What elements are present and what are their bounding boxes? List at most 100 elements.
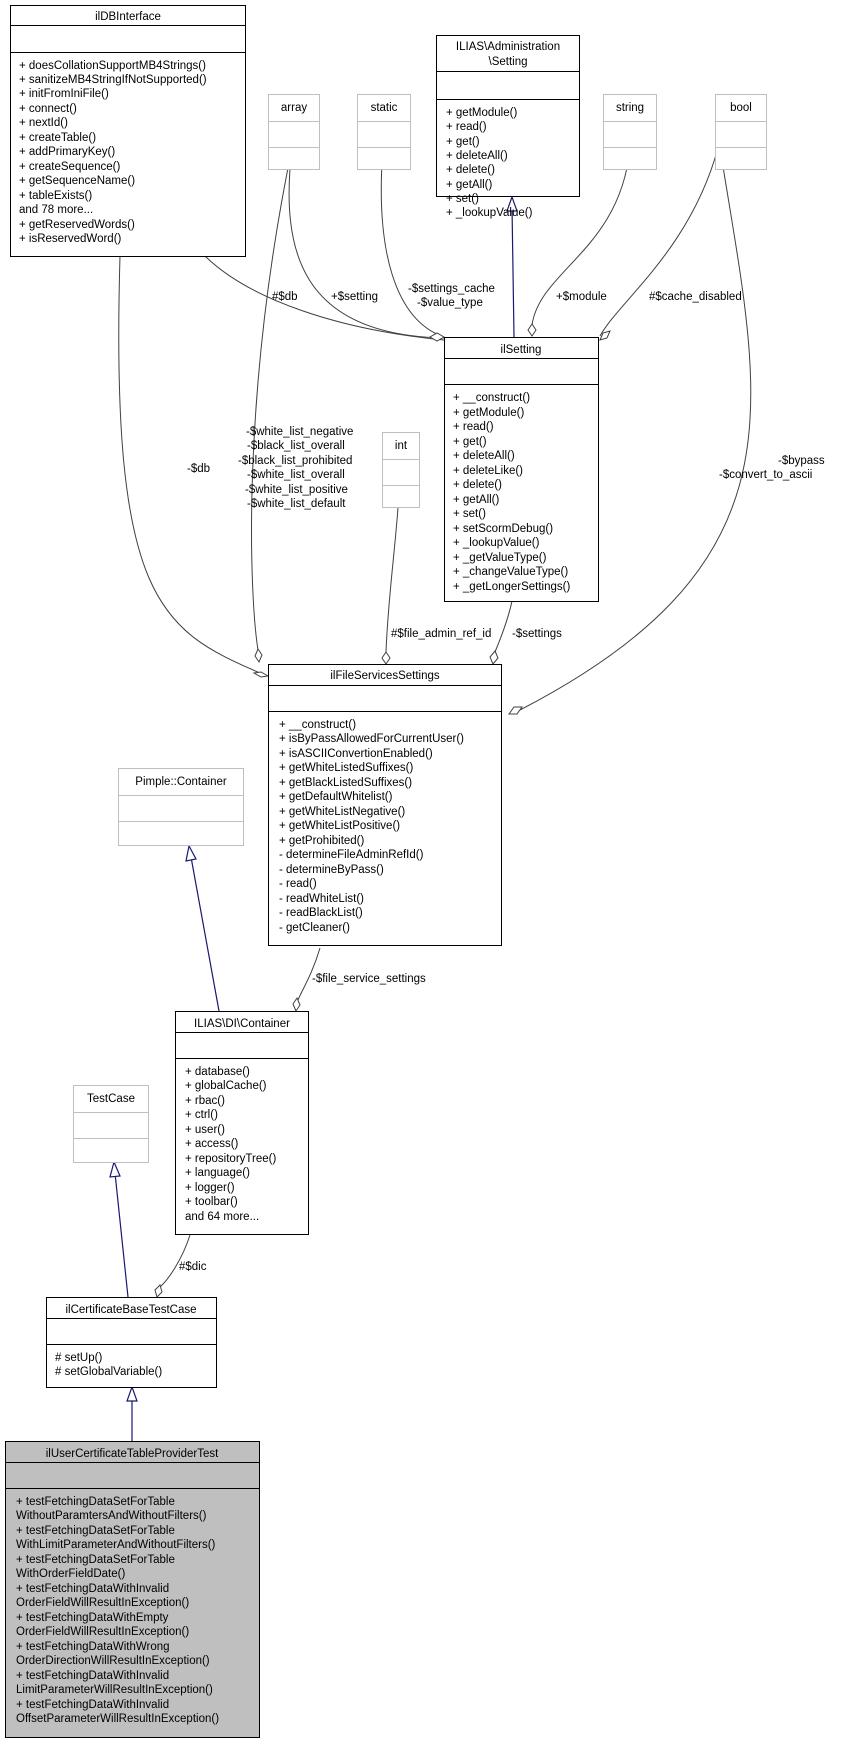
method-8: + set() bbox=[453, 508, 486, 520]
method-12: + testFetchingDataWithInvalid bbox=[16, 1670, 169, 1682]
method-1: + getModule() bbox=[453, 407, 524, 419]
class-static[interactable]: static bbox=[357, 94, 411, 170]
method-10: + _lookupValue() bbox=[453, 537, 540, 549]
class-title: ilCertificateBaseTestCase bbox=[65, 1304, 196, 1316]
method-10: + testFetchingDataWithWrong bbox=[16, 1641, 170, 1653]
class-title: string bbox=[616, 102, 644, 114]
method-7: OrderFieldWillResultInException() bbox=[16, 1597, 189, 1609]
edge-dicontainer-certbase bbox=[159, 1234, 191, 1288]
diamond-fss-top-int bbox=[381, 651, 391, 665]
label-dic: #$dic bbox=[179, 1261, 207, 1273]
method-0: + testFetchingDataSetForTable bbox=[16, 1496, 175, 1508]
class-bool[interactable]: bool bbox=[715, 94, 767, 170]
method-12: - readWhiteList() bbox=[279, 893, 364, 905]
method-13: - readBlackList() bbox=[279, 907, 363, 919]
inherit-arrow-pimple bbox=[185, 844, 197, 862]
class-title: Pimple::Container bbox=[135, 776, 227, 788]
method-10: and 64 more... bbox=[185, 1211, 259, 1223]
diamond-fss-left-upper bbox=[254, 647, 263, 664]
method-3: + get() bbox=[453, 436, 487, 448]
method-3: + ctrl() bbox=[185, 1109, 218, 1121]
class-string[interactable]: string bbox=[603, 94, 657, 170]
class-ilias-administration-setting[interactable]: ILIAS\Administration \Setting + getModul… bbox=[436, 35, 580, 220]
inherit-arrow-testcase bbox=[109, 1160, 121, 1178]
label-value-type: -$value_type bbox=[417, 297, 483, 309]
method-0: # setUp() bbox=[55, 1352, 102, 1364]
label-setting: +$setting bbox=[331, 291, 378, 303]
method-6: + getWhiteListNegative() bbox=[279, 806, 405, 818]
method-7: + _lookupValue() bbox=[446, 207, 533, 219]
label-file-service-settings: -$file_service_settings bbox=[312, 973, 426, 985]
method-14: - getCleaner() bbox=[279, 922, 350, 934]
method-12: + isReservedWord() bbox=[19, 233, 122, 245]
label-settings: -$settings bbox=[512, 628, 562, 640]
method-11: + _getValueType() bbox=[453, 552, 547, 564]
method-6: + set() bbox=[446, 193, 479, 205]
method-5: + getAll() bbox=[446, 179, 493, 191]
class-ildbinterface[interactable]: ilDBInterface + doesCollationSupportMB4S… bbox=[10, 5, 246, 257]
edge-int-fss bbox=[385, 507, 399, 653]
label-db-setting: #$db bbox=[272, 291, 298, 303]
class-ilias-di-container[interactable]: ILIAS\DI\Container + database() + global… bbox=[175, 1011, 309, 1235]
diamond-ilsetting-left bbox=[428, 332, 446, 342]
class-title: ilDBInterface bbox=[95, 11, 161, 23]
class-ilfileservicessettings[interactable]: ilFileServicesSettings + __construct() +… bbox=[268, 664, 502, 946]
class-title: ILIAS\DI\Container bbox=[194, 1018, 290, 1030]
method-0: + getModule() bbox=[446, 107, 517, 119]
method-1: # setGlobalVariable() bbox=[55, 1366, 162, 1378]
method-13: LimitParameterWillResultInException() bbox=[16, 1684, 213, 1696]
edge-fss-dicontainer bbox=[297, 947, 321, 1001]
method-1: + isByPassAllowedForCurrentUser() bbox=[279, 733, 464, 745]
diamond-fss-top-settings bbox=[489, 650, 499, 665]
method-9: OrderFieldWillResultInException() bbox=[16, 1626, 189, 1638]
label-cache-disabled: #$cache_disabled bbox=[649, 291, 742, 303]
class-pimple-container[interactable]: Pimple::Container bbox=[118, 768, 244, 846]
label-black-list-prohibited: -$black_list_prohibited bbox=[238, 455, 352, 467]
method-7: + createSequence() bbox=[19, 161, 120, 173]
edge-dbinterface-ilsetting bbox=[204, 255, 445, 341]
method-0: + __construct() bbox=[453, 392, 530, 404]
class-testcase[interactable]: TestCase bbox=[73, 1085, 149, 1163]
class-title: ilSetting bbox=[501, 344, 542, 356]
class-title-line1: ILIAS\Administration bbox=[456, 41, 560, 53]
method-10: - determineByPass() bbox=[279, 864, 384, 876]
edge-ilsetting-fss bbox=[494, 600, 513, 653]
method-8: + getSequenceName() bbox=[19, 175, 135, 187]
edge-string-ilsetting bbox=[531, 147, 631, 326]
method-4: + delete() bbox=[446, 164, 495, 176]
edge-array-ilsetting bbox=[288, 147, 445, 339]
class-title: int bbox=[395, 440, 408, 452]
class-title: ilUserCertificateTableProviderTest bbox=[46, 1448, 219, 1460]
label-settings-cache: -$settings_cache bbox=[408, 283, 495, 295]
method-2: + read() bbox=[453, 421, 494, 433]
class-int[interactable]: int bbox=[382, 432, 420, 508]
class-ilsetting[interactable]: ilSetting + __construct() + getModule() … bbox=[444, 337, 599, 602]
edge-certbase-inherits-testcase bbox=[114, 1172, 129, 1298]
method-3: + connect() bbox=[19, 103, 77, 115]
method-2: + rbac() bbox=[185, 1095, 225, 1107]
edge-labels: #$db +$setting -$settings_cache -$value_… bbox=[179, 283, 825, 1273]
method-4: + user() bbox=[185, 1124, 225, 1136]
diamond-dicontainer bbox=[292, 996, 301, 1013]
method-11: + getReservedWords() bbox=[19, 219, 135, 231]
method-2: + get() bbox=[446, 136, 480, 148]
method-9: + setScormDebug() bbox=[453, 523, 553, 535]
method-5: + deleteLike() bbox=[453, 465, 523, 477]
class-title: bool bbox=[730, 102, 752, 114]
method-5: + getDefaultWhitelist() bbox=[279, 791, 393, 803]
method-15: OffsetParameterWillResultInException() bbox=[16, 1713, 219, 1725]
inherit-arrow-admin-setting bbox=[506, 195, 518, 212]
method-4: + testFetchingDataSetForTable bbox=[16, 1554, 175, 1566]
diamond-fss-right bbox=[508, 706, 523, 715]
method-6: + testFetchingDataWithInvalid bbox=[16, 1583, 169, 1595]
class-array[interactable]: array bbox=[268, 94, 320, 170]
class-ilusercertificatetableprovidertest[interactable]: ilUserCertificateTableProviderTest + tes… bbox=[5, 1441, 260, 1738]
method-0: + doesCollationSupportMB4Strings() bbox=[19, 60, 206, 72]
method-6: + addPrimaryKey() bbox=[19, 146, 115, 158]
method-8: + testFetchingDataWithEmpty bbox=[16, 1612, 169, 1624]
class-ilcertificatebasetestcase[interactable]: ilCertificateBaseTestCase # setUp() # se… bbox=[46, 1297, 217, 1388]
edges bbox=[109, 147, 752, 1441]
method-5: WithOrderFieldDate() bbox=[16, 1568, 125, 1580]
method-11: - read() bbox=[279, 878, 317, 890]
